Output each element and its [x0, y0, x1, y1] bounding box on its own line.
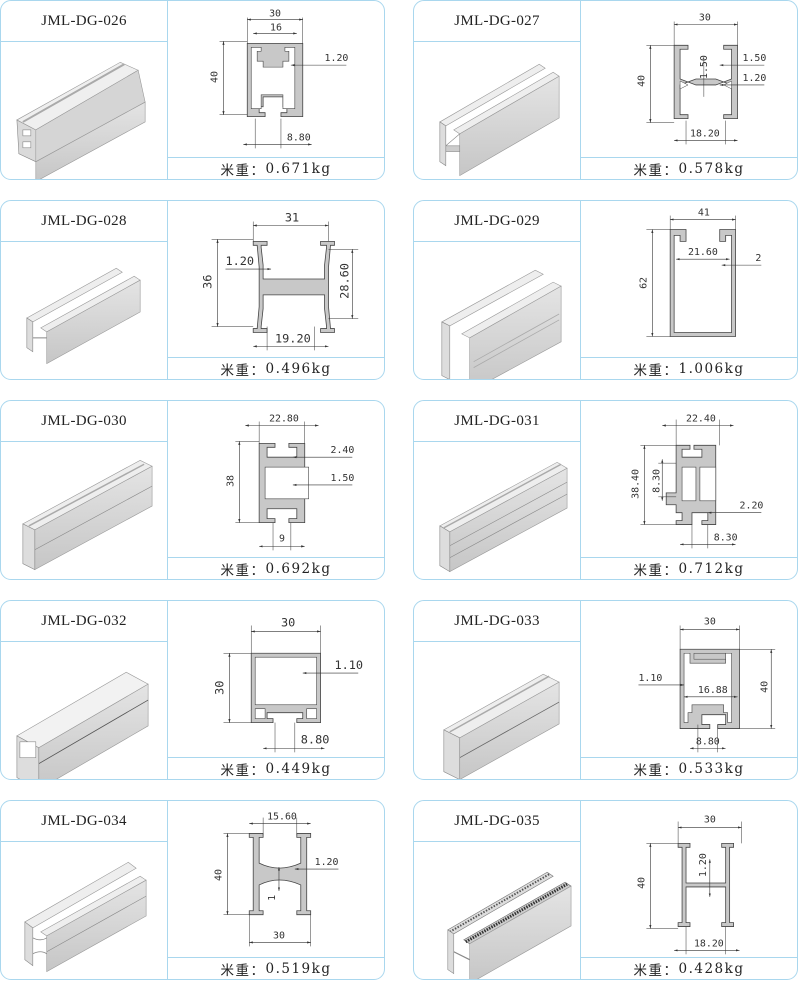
cross-section-drawing: 30 1.50 1.50 1.20 40 18.20: [581, 1, 797, 158]
weight-per-meter: 米重：0.692kg: [168, 557, 384, 579]
weight-per-meter: 米重：0.578kg: [581, 157, 797, 179]
dimension-web: 1.50: [699, 55, 710, 79]
dimension-slot: 16: [270, 22, 282, 33]
product-3d-render: [1, 42, 167, 179]
cross-section-drawing: 31 1.20 36 28.60 19.20: [168, 201, 384, 358]
product-code: JML-DG-027: [414, 1, 580, 42]
product-card-jml-dg-029: JML-DG-029 41 21.60 2: [413, 200, 798, 380]
cross-section-drawing: 15.60 1.20 40 1 30: [168, 801, 384, 958]
dimension-inner-height: 28.60: [337, 263, 351, 299]
dimension-thickness: 1.20: [743, 73, 767, 84]
product-3d-render: [414, 642, 580, 779]
dimension-height: 40: [210, 71, 221, 83]
dimension-height: 40: [759, 681, 770, 693]
dimension-height: 62: [638, 277, 649, 289]
product-card-jml-dg-034: JML-DG-034 15.60 1.20: [0, 800, 385, 980]
dimension-width: 30: [699, 13, 711, 24]
product-code: JML-DG-031: [414, 401, 580, 442]
dimension-height: 30: [212, 681, 226, 695]
dimension-height: 38.40: [630, 469, 641, 499]
product-card-jml-dg-032: JML-DG-032 30 1.10: [0, 600, 385, 780]
dimension-opening: 18.20: [694, 938, 724, 949]
dimension-opening: 15.60: [267, 812, 297, 823]
dimension-flange: 1.50: [743, 53, 767, 64]
dimension-thickness: 2: [755, 253, 761, 264]
dimension-slot-bottom: 8.80: [287, 132, 311, 143]
weight-per-meter: 米重：0.671kg: [168, 157, 384, 179]
dimension-width: 30: [273, 930, 285, 941]
dimension-width: 22.40: [686, 414, 716, 425]
dimension-height: 40: [636, 877, 647, 889]
product-code: JML-DG-035: [414, 801, 580, 842]
dimension-web: 1.20: [698, 853, 709, 877]
product-code: JML-DG-034: [1, 801, 167, 842]
dimension-thickness: 1.20: [225, 254, 254, 268]
dimension-width: 30: [269, 9, 281, 20]
dimension-thickness: 1.50: [330, 473, 354, 484]
cross-section-drawing: 30 16 1.20 40 8.80: [168, 1, 384, 158]
product-code: JML-DG-028: [1, 201, 167, 242]
product-code: JML-DG-026: [1, 1, 167, 42]
dimension-opening: 21.60: [688, 247, 718, 258]
dimension-flange: 2.40: [330, 445, 354, 456]
cross-section-drawing: 22.40 38.40 8.30 2.20 8.30: [581, 401, 797, 558]
dimension-height: 36: [201, 275, 215, 289]
product-code: JML-DG-030: [1, 401, 167, 442]
product-3d-render: [414, 242, 580, 379]
dimension-slot: 9: [279, 533, 285, 544]
product-card-jml-dg-033: JML-DG-033 30 1.10: [413, 600, 798, 780]
weight-per-meter: 米重：1.006kg: [581, 357, 797, 379]
product-card-jml-dg-027: JML-DG-027 30 1.50: [413, 0, 798, 180]
cross-section-drawing: 41 21.60 2 62: [581, 201, 797, 358]
dimension-opening: 19.20: [275, 331, 311, 345]
dimension-width: 22.80: [269, 414, 299, 425]
product-card-jml-dg-030: JML-DG-030 22.80 2.40: [0, 400, 385, 580]
dimension-web: 1: [267, 895, 278, 901]
dimension-slot: 8.80: [301, 732, 330, 746]
dimension-slot: 8.30: [714, 532, 738, 543]
dimension-width: 30: [704, 617, 716, 628]
cross-section-drawing: 30 1.20 40 18.20: [581, 801, 797, 958]
product-3d-render: [1, 442, 167, 579]
dimension-width: 31: [285, 211, 299, 225]
dimension-thickness: 2.20: [740, 501, 764, 512]
dimension-thickness: 1.20: [325, 53, 349, 64]
dimension-opening: 18.20: [690, 128, 720, 139]
product-3d-render: [414, 442, 580, 579]
dimension-inner: 16.88: [698, 685, 728, 696]
product-card-jml-dg-031: JML-DG-031 22.40: [413, 400, 798, 580]
product-card-jml-dg-028: JML-DG-028 31 1.20: [0, 200, 385, 380]
product-3d-render: [414, 42, 580, 179]
dimension-width: 41: [698, 208, 710, 219]
product-card-jml-dg-035: JML-DG-035 30 1.20: [413, 800, 798, 980]
weight-per-meter: 米重：0.449kg: [168, 757, 384, 779]
weight-per-meter: 米重：0.519kg: [168, 957, 384, 979]
product-code: JML-DG-029: [414, 201, 580, 242]
cross-section-drawing: 22.80 2.40 38 1.50 9: [168, 401, 384, 558]
product-3d-render: [1, 642, 167, 779]
dimension-thickness: 1.10: [638, 673, 662, 684]
dimension-height: 40: [636, 75, 647, 87]
weight-per-meter: 米重：0.533kg: [581, 757, 797, 779]
dimension-width: 30: [281, 615, 295, 629]
product-code: JML-DG-032: [1, 601, 167, 642]
weight-per-meter: 米重：0.496kg: [168, 357, 384, 379]
dimension-slot: 8.80: [696, 736, 720, 747]
dimension-thickness: 1.10: [334, 658, 363, 672]
product-3d-render: [414, 842, 580, 979]
cross-section-drawing: 30 1.10 30 8.80: [168, 601, 384, 758]
dimension-height: 40: [214, 869, 225, 881]
product-3d-render: [1, 242, 167, 379]
weight-per-meter: 米重：0.428kg: [581, 957, 797, 979]
weight-per-meter: 米重：0.712kg: [581, 557, 797, 579]
dimension-width: 30: [704, 815, 716, 826]
dimension-thickness: 1.20: [315, 857, 339, 868]
cross-section-drawing: 30 1.10 16.88 40 8.80: [581, 601, 797, 758]
dimension-side-slot: 8.30: [651, 469, 662, 493]
dimension-height: 38: [225, 475, 236, 487]
product-3d-render: [1, 842, 167, 979]
product-code: JML-DG-033: [414, 601, 580, 642]
product-card-jml-dg-026: JML-DG-026 30 16: [0, 0, 385, 180]
